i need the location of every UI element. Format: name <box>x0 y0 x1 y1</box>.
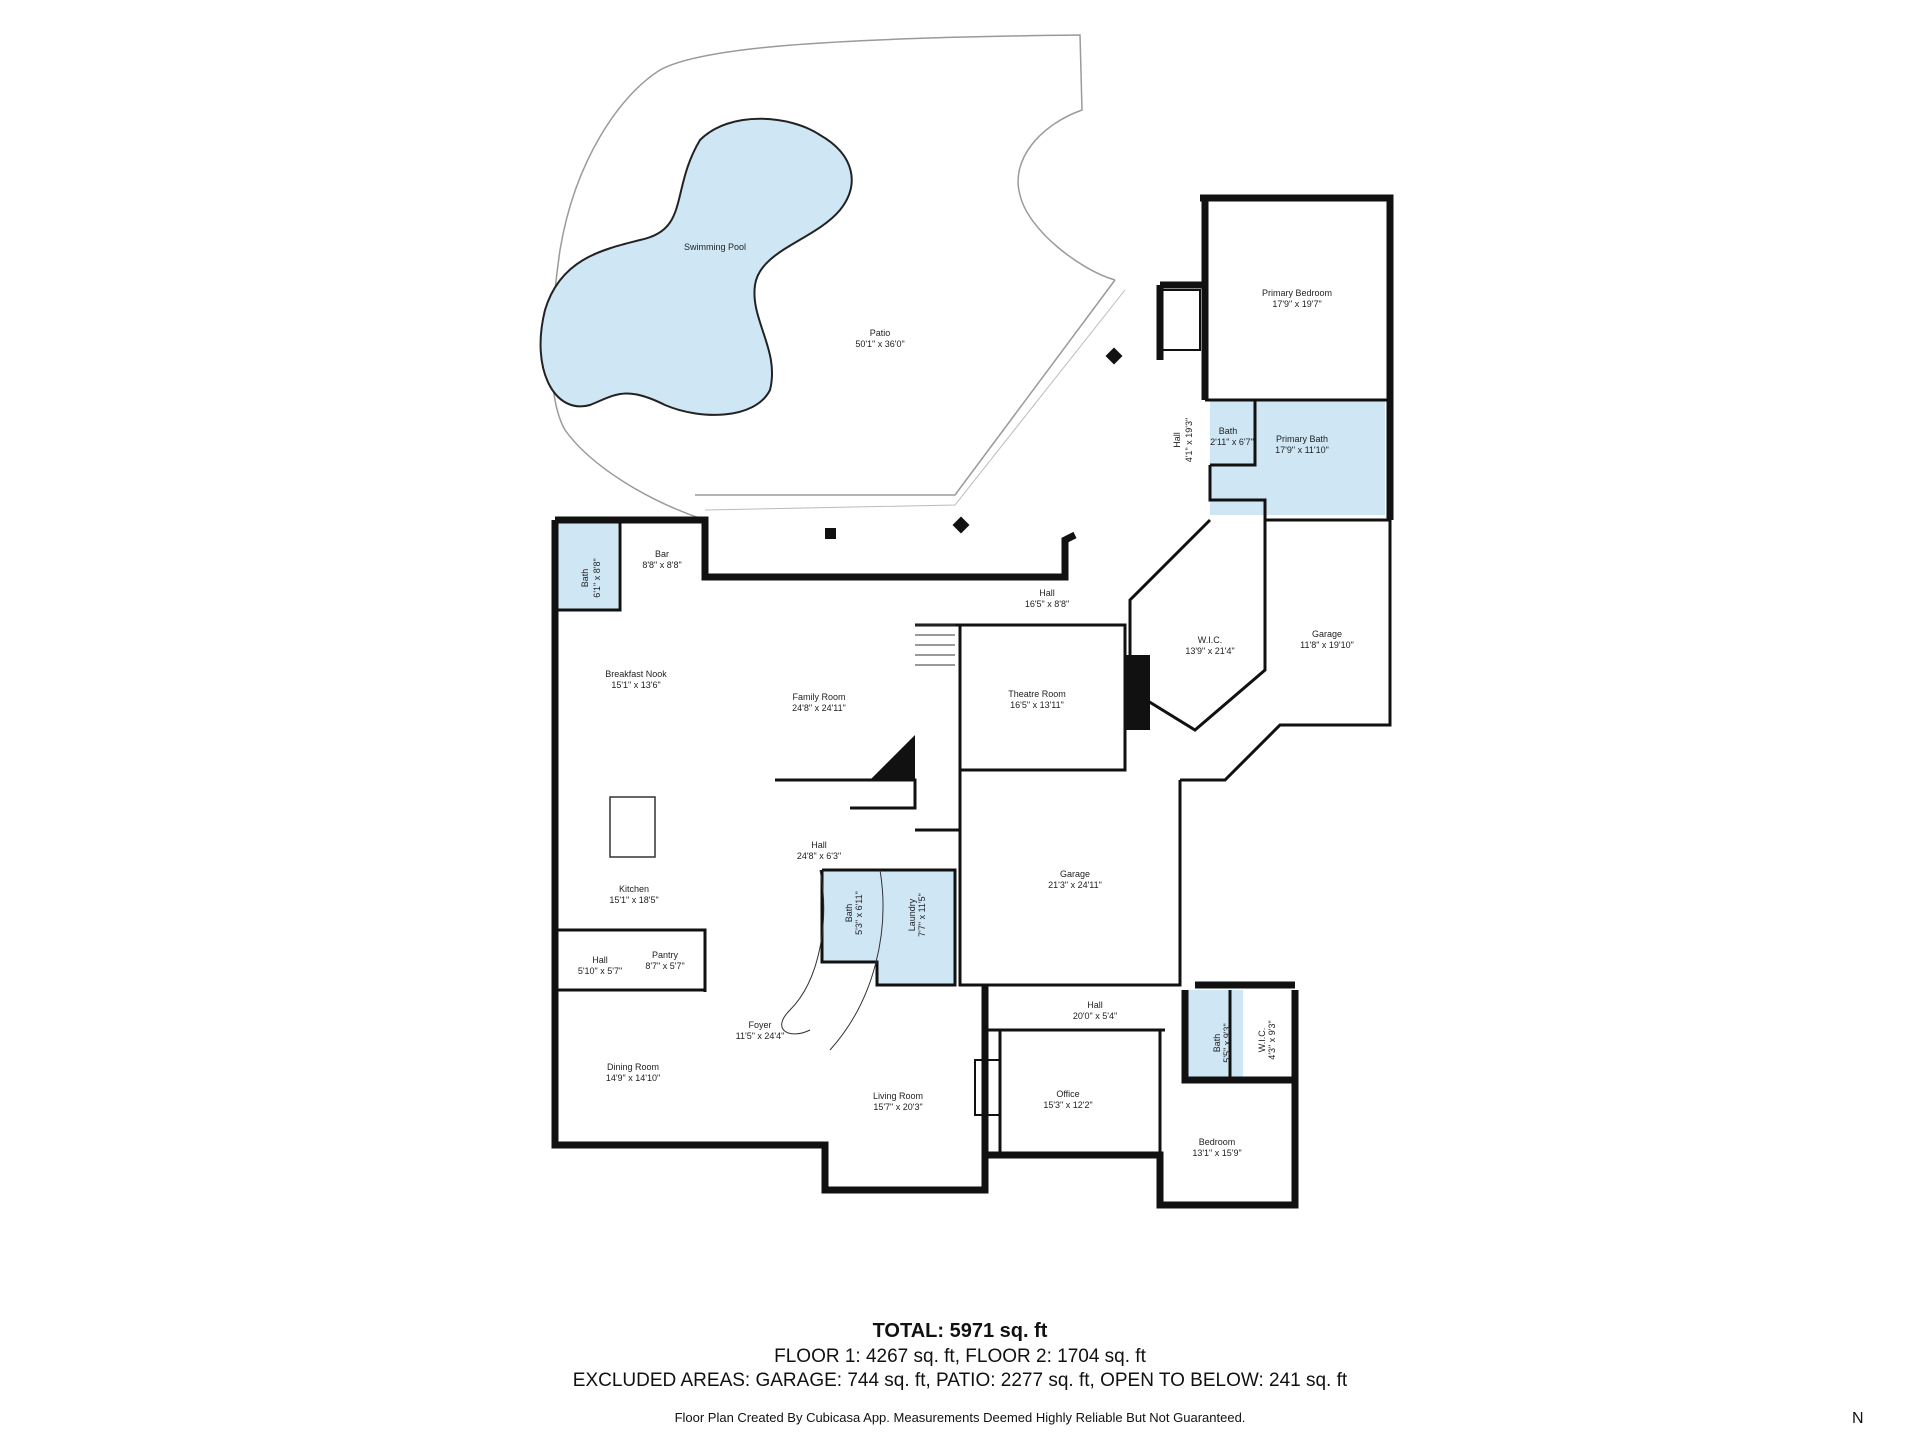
hall-center-dims: 24'8" x 6'3" <box>797 851 841 861</box>
bath-left-dims: 6'1" x 8'8" <box>592 558 602 597</box>
family-room-name: Family Room <box>792 692 845 702</box>
room-labels: Swimming Pool Patio 50'1" x 36'0" Primar… <box>578 242 1354 1158</box>
swimming-pool <box>539 117 853 416</box>
north-label: N <box>1852 1410 1864 1427</box>
floor-areas: FLOOR 1: 4267 sq. ft, FLOOR 2: 1704 sq. … <box>774 1346 1146 1367</box>
family-room-dims: 24'8" x 24'11" <box>792 703 846 713</box>
bath-small-upper-dims: 2'11" x 6'7" <box>1210 437 1254 447</box>
primary-bath-dims: 17'9" x 11'10" <box>1275 445 1329 455</box>
kitchen-dims: 15'1" x 18'5" <box>609 895 658 905</box>
hall-upper-name: Hall <box>1172 432 1182 448</box>
breakfast-nook-name: Breakfast Nook <box>605 669 667 679</box>
patio-column <box>825 528 836 539</box>
theatre-room-name: Theatre Room <box>1008 689 1066 699</box>
bath-center-fill <box>822 870 877 962</box>
laundry-name: Laundry <box>907 898 917 931</box>
excluded-areas: EXCLUDED AREAS: GARAGE: 744 sq. ft, PATI… <box>572 1370 1348 1391</box>
bath-left-name: Bath <box>580 569 590 588</box>
wic-large-name: W.I.C. <box>1198 635 1223 645</box>
bath-center-name: Bath <box>844 904 854 923</box>
primary-bedroom-name: Primary Bedroom <box>1262 288 1332 298</box>
foyer-name: Foyer <box>748 1020 771 1030</box>
swimming-pool-name: Swimming Pool <box>684 242 746 252</box>
hall-mid-dims: 16'5" x 8'8" <box>1025 599 1069 609</box>
hall-lower-dims: 20'0" x 5'4" <box>1073 1011 1117 1021</box>
pantry-name: Pantry <box>652 950 679 960</box>
patio-column <box>952 516 970 534</box>
patio-edge <box>695 279 1116 496</box>
bath-left-fill <box>558 522 618 610</box>
site-boundary <box>550 34 1116 521</box>
stair-run <box>870 735 915 780</box>
laundry-fill <box>877 870 955 985</box>
bath-lower-fill <box>1188 990 1243 1080</box>
hall-center-name: Hall <box>811 840 827 850</box>
fireplace <box>1159 289 1201 351</box>
primary-bath-name: Primary Bath <box>1276 434 1328 444</box>
bath-lower-name: Bath <box>1212 1034 1222 1053</box>
garage-small-name: Garage <box>1312 629 1342 639</box>
hall-small-name: Hall <box>592 955 608 965</box>
wic-large-dims: 13'9" x 21'4" <box>1185 646 1234 656</box>
stairs <box>781 624 955 1051</box>
laundry-dims: 7'7" x 11'5" <box>917 893 927 937</box>
hall-small-dims: 5'10" x 5'7" <box>578 966 622 976</box>
kitchen-name: Kitchen <box>619 884 649 894</box>
floor-plan: Swimming Pool Patio 50'1" x 36'0" Primar… <box>539 34 1394 1209</box>
living-room-dims: 15'7" x 20'3" <box>873 1102 922 1112</box>
living-room-name: Living Room <box>873 1091 923 1101</box>
fireplace-living <box>974 1059 1001 1116</box>
garage-large-dims: 21'3" x 24'11" <box>1048 880 1102 890</box>
patio-column <box>1105 347 1123 365</box>
breakfast-nook-dims: 15'1" x 13'6" <box>611 680 660 690</box>
hall-lower-name: Hall <box>1087 1000 1103 1010</box>
kitchen-island <box>609 796 656 858</box>
bath-small-upper-name: Bath <box>1219 426 1238 436</box>
bedroom-name: Bedroom <box>1199 1137 1236 1147</box>
office-dims: 15'3" x 12'2" <box>1043 1100 1092 1110</box>
office-name: Office <box>1056 1089 1079 1099</box>
bar-name: Bar <box>655 549 669 559</box>
theatre-dark-block <box>1125 655 1150 730</box>
hall-mid-name: Hall <box>1039 588 1055 598</box>
walls <box>551 194 1394 1209</box>
garage-small-dims: 11'8" x 19'10" <box>1300 640 1354 650</box>
patio-dims: 50'1" x 36'0" <box>855 339 904 349</box>
hall-upper-dims: 4'1" x 19'3" <box>1184 418 1194 462</box>
patio-edge-inner <box>704 289 1126 511</box>
primary-bedroom-dims: 17'9" x 19'7" <box>1272 299 1321 309</box>
foyer-dims: 11'5" x 24'4" <box>736 1031 785 1041</box>
dining-room-dims: 14'9" x 14'10" <box>606 1073 660 1083</box>
patio-name: Patio <box>870 328 891 338</box>
bath-lower-dims: 5'5" x 9'3" <box>1222 1023 1232 1062</box>
pantry-dims: 8'7" x 5'7" <box>645 961 684 971</box>
total-area: TOTAL: 5971 sq. ft <box>872 1320 1048 1342</box>
wic-small-name: W.I.C. <box>1257 1028 1267 1053</box>
dining-room-name: Dining Room <box>607 1062 659 1072</box>
wic-small-dims: 4'3" x 9'3" <box>1267 1020 1277 1059</box>
bath-small-upper-fill <box>1210 400 1255 465</box>
bedroom-dims: 13'1" x 15'9" <box>1192 1148 1241 1158</box>
interior-walls <box>555 398 1392 1157</box>
disclaimer: Floor Plan Created By Cubicasa App. Meas… <box>674 1410 1246 1425</box>
theatre-room-dims: 16'5" x 13'11" <box>1010 700 1064 710</box>
bar-dims: 8'8" x 8'8" <box>642 560 681 570</box>
garage-large-name: Garage <box>1060 869 1090 879</box>
bath-center-dims: 5'3" x 6'11" <box>854 891 864 935</box>
